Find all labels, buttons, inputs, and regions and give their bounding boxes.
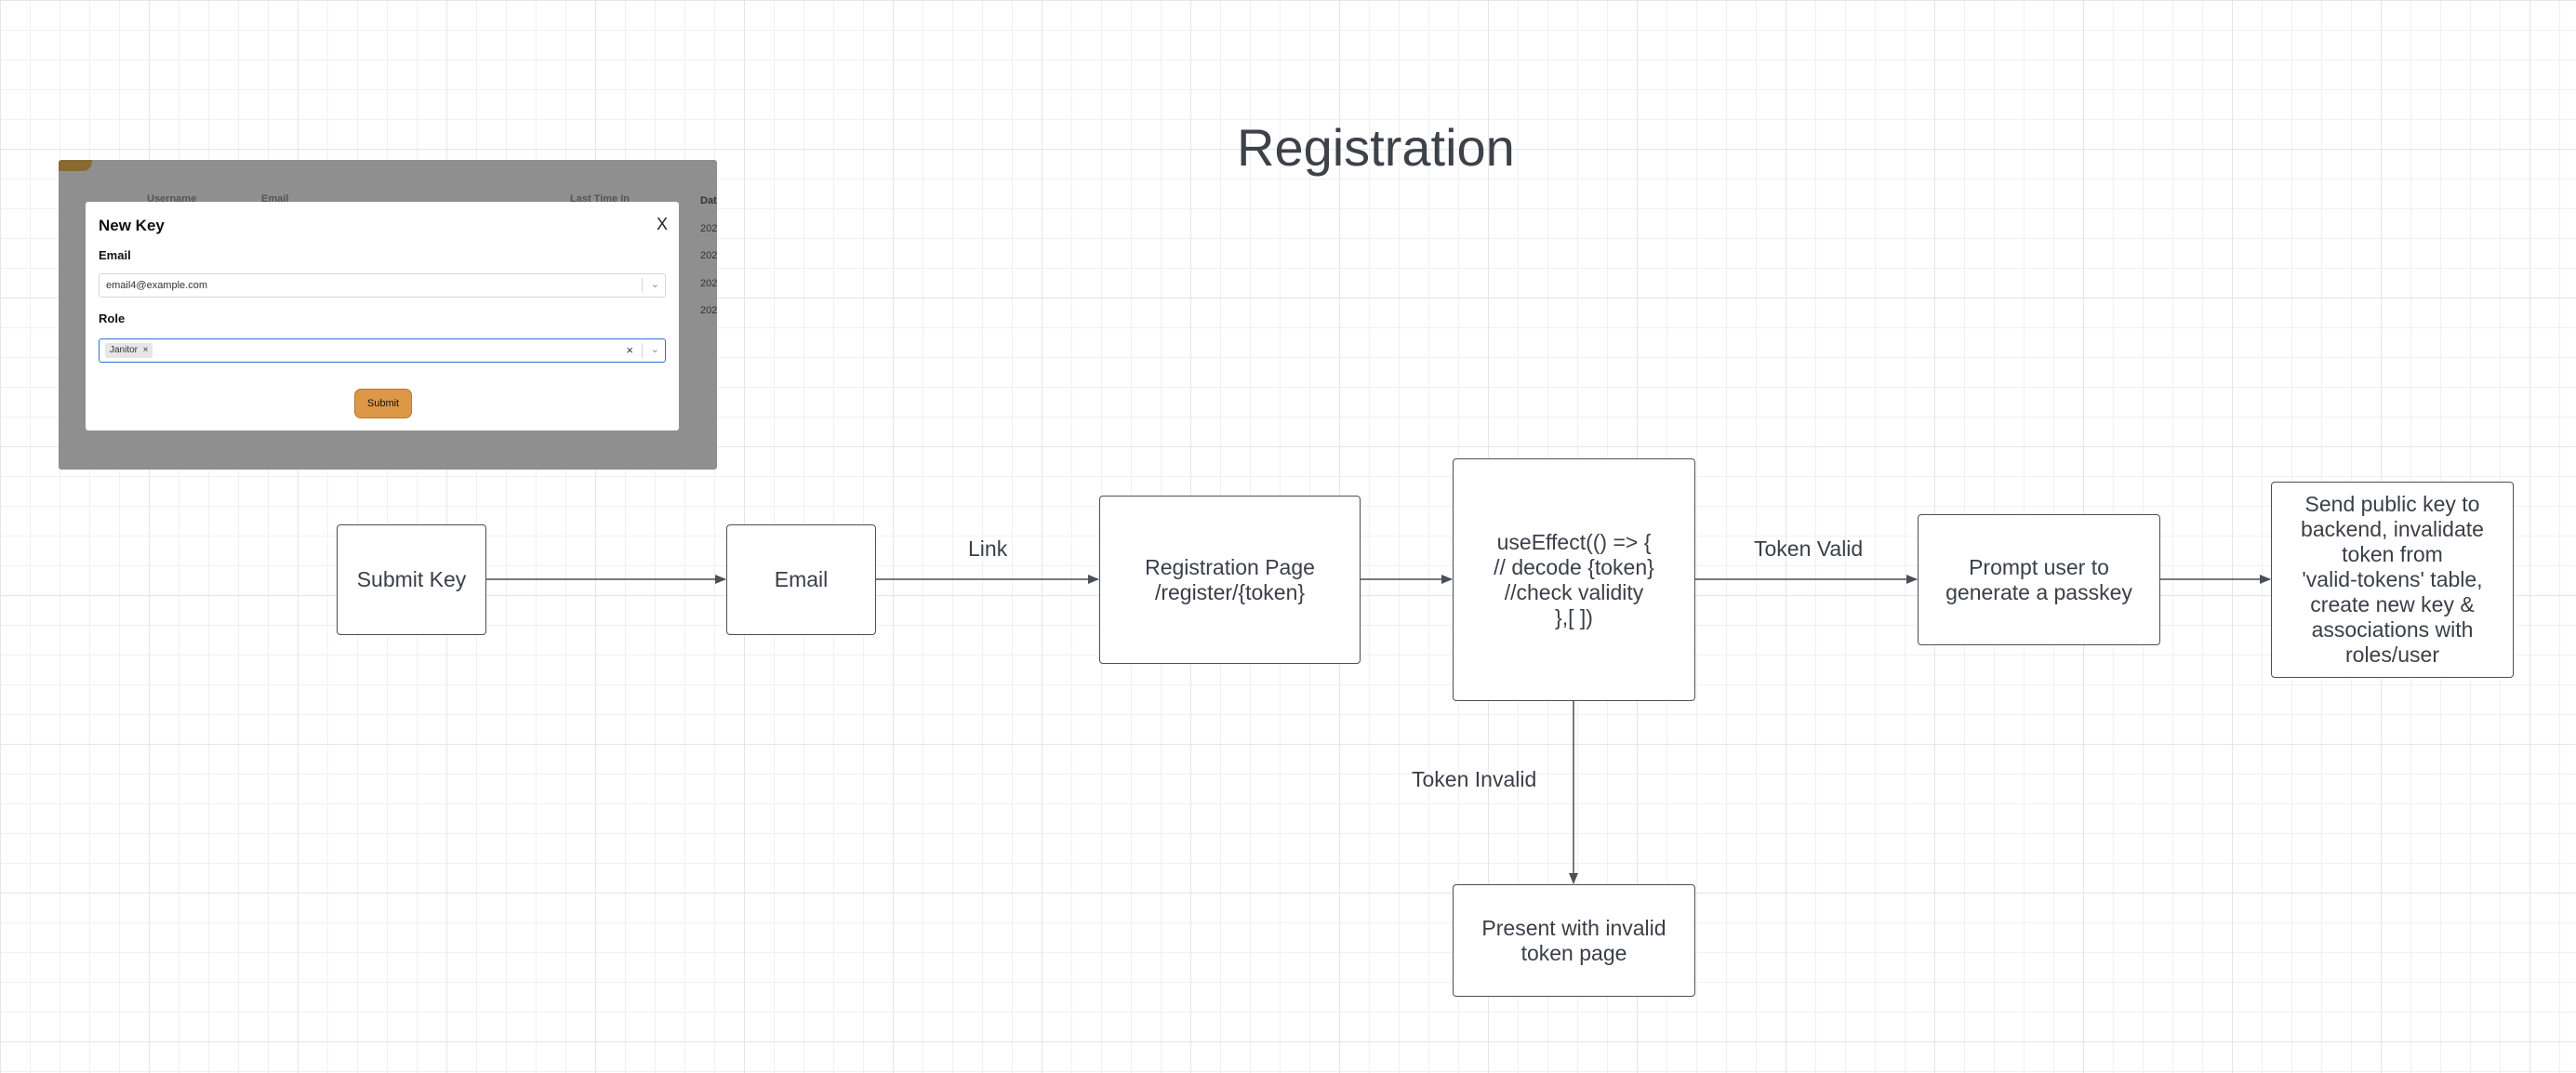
edge-label-link: Link (968, 536, 1008, 561)
chevron-down-icon[interactable]: ⌄ (650, 344, 659, 355)
diagram-title: Registration (1237, 118, 1515, 177)
bg-date-cell: 202 (700, 277, 717, 289)
submit-button[interactable]: Submit (354, 389, 412, 418)
bg-date-cell: 202 (700, 250, 717, 261)
node-email: Email (726, 524, 876, 635)
node-submit-key: Submit Key (337, 524, 486, 635)
email-label: Email (99, 248, 131, 262)
edge-label-token-valid: Token Valid (1754, 536, 1864, 561)
edge-label-token-invalid: Token Invalid (1412, 767, 1537, 791)
role-tag[interactable]: Janitor × (105, 343, 153, 358)
email-select[interactable]: email4@example.com ⌄ (99, 273, 666, 298)
new-key-screenshot: Username Email Last Time In Dat 202 202 … (59, 160, 717, 470)
node-use-effect: useEffect(() => { // decode {token} //ch… (1453, 458, 1695, 701)
new-key-modal: New Key X Email email4@example.com ⌄ Rol… (86, 202, 679, 431)
role-tag-label: Janitor (110, 345, 139, 355)
screenshot-corner (59, 160, 92, 171)
modal-title: New Key (99, 217, 165, 234)
role-select[interactable]: Janitor × × ⌄ (99, 338, 666, 363)
bg-date-column: Dat 202 202 202 202 (700, 195, 717, 333)
bg-date-cell: 202 (700, 222, 717, 234)
node-invalid-token-page: Present with invalid token page (1453, 884, 1695, 997)
bg-date-cell: 202 (700, 305, 717, 316)
node-send-public-key: Send public key to backend, invalidate t… (2271, 482, 2514, 678)
clear-icon[interactable]: × (626, 343, 633, 357)
chevron-down-icon[interactable]: ⌄ (650, 279, 659, 290)
email-value: email4@example.com (106, 280, 207, 291)
node-prompt-passkey: Prompt user to generate a passkey (1918, 514, 2160, 645)
bg-header-date: Dat (700, 195, 717, 206)
node-registration-page: Registration Page /register/{token} (1099, 496, 1361, 664)
field-separator (642, 278, 643, 293)
role-label: Role (99, 311, 126, 325)
close-icon[interactable]: X (656, 215, 668, 233)
remove-tag-icon[interactable]: × (139, 345, 149, 355)
field-separator (642, 343, 643, 358)
